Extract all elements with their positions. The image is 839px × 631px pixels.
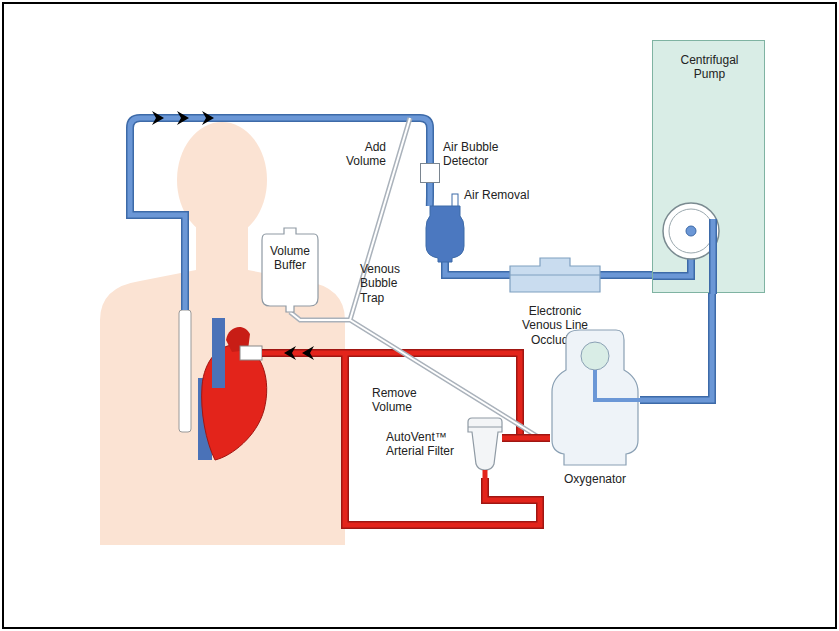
trap-body	[426, 206, 464, 262]
patient-neck	[196, 222, 248, 277]
oxygenator-inner-tube	[595, 370, 640, 400]
flow-arrows	[284, 346, 314, 360]
arterial-tube-outline	[262, 353, 540, 525]
oxygenator: Oxygenator	[550, 330, 640, 465]
oxygenator-chamber	[581, 342, 609, 370]
flow-arrows	[152, 111, 214, 125]
pump-outlet	[709, 219, 717, 294]
superior-vena-cava	[212, 318, 225, 388]
volume-bag: Volume Buffer	[262, 228, 318, 312]
arterial-filter-outline	[468, 418, 502, 478]
pump-hub	[686, 226, 696, 236]
pump-head-inner	[669, 209, 713, 253]
line-occluder-outline	[510, 258, 600, 292]
volume-line-outline	[290, 118, 540, 438]
tubing-connector	[502, 435, 550, 440]
bubble-detector-outline	[421, 164, 439, 182]
component-label: Oxygenator	[545, 472, 645, 486]
line-label: Remove Volume	[372, 386, 428, 415]
pump-housing: Centrifugal Pump	[652, 40, 765, 293]
bag-outline	[262, 228, 318, 312]
line-occluder: Electronic Venous Line Occluder	[510, 258, 600, 292]
tubing-connector	[427, 183, 432, 206]
occluder-seam	[510, 275, 600, 276]
tube-outline	[445, 262, 510, 275]
volume-line	[290, 118, 540, 438]
bubble-trap: Venous Bubble Trap	[426, 206, 464, 262]
component-label: Volume Buffer	[265, 244, 315, 273]
oxygenator-outline	[550, 330, 640, 465]
tubing-connector	[600, 273, 652, 278]
patient-head	[177, 122, 267, 238]
patient-torso	[100, 270, 345, 545]
frame	[3, 3, 836, 628]
line-label: Air Removal	[464, 188, 554, 202]
arterial-cannula	[240, 346, 262, 360]
tubing-connector	[640, 293, 712, 400]
tube-outline	[600, 271, 652, 279]
filter-rim	[468, 427, 502, 428]
heart	[202, 345, 267, 460]
tube-outline	[502, 434, 550, 442]
tube-outline	[640, 293, 712, 400]
occluder-body	[510, 258, 600, 292]
component-label: AutoVent™ Arterial Filter	[386, 430, 462, 459]
line-label: Add Volume	[330, 140, 386, 169]
component-label: Air Bubble Detector	[443, 140, 515, 169]
filter-body	[468, 418, 502, 470]
tube-outline	[426, 183, 434, 206]
component-label: Venous Bubble Trap	[360, 262, 418, 305]
bubble-trap-outline	[426, 206, 464, 262]
arterial-tube	[262, 353, 540, 525]
bubble-detector: Air Bubble Detector	[420, 163, 440, 183]
tubing-connector	[445, 262, 510, 275]
filter-outlet	[483, 470, 488, 478]
venous-cannula	[179, 310, 191, 432]
arterial-filter: AutoVent™ Arterial Filter	[468, 418, 502, 478]
component-label: Centrifugal Pump	[669, 53, 750, 82]
pump-outlet	[711, 219, 716, 294]
